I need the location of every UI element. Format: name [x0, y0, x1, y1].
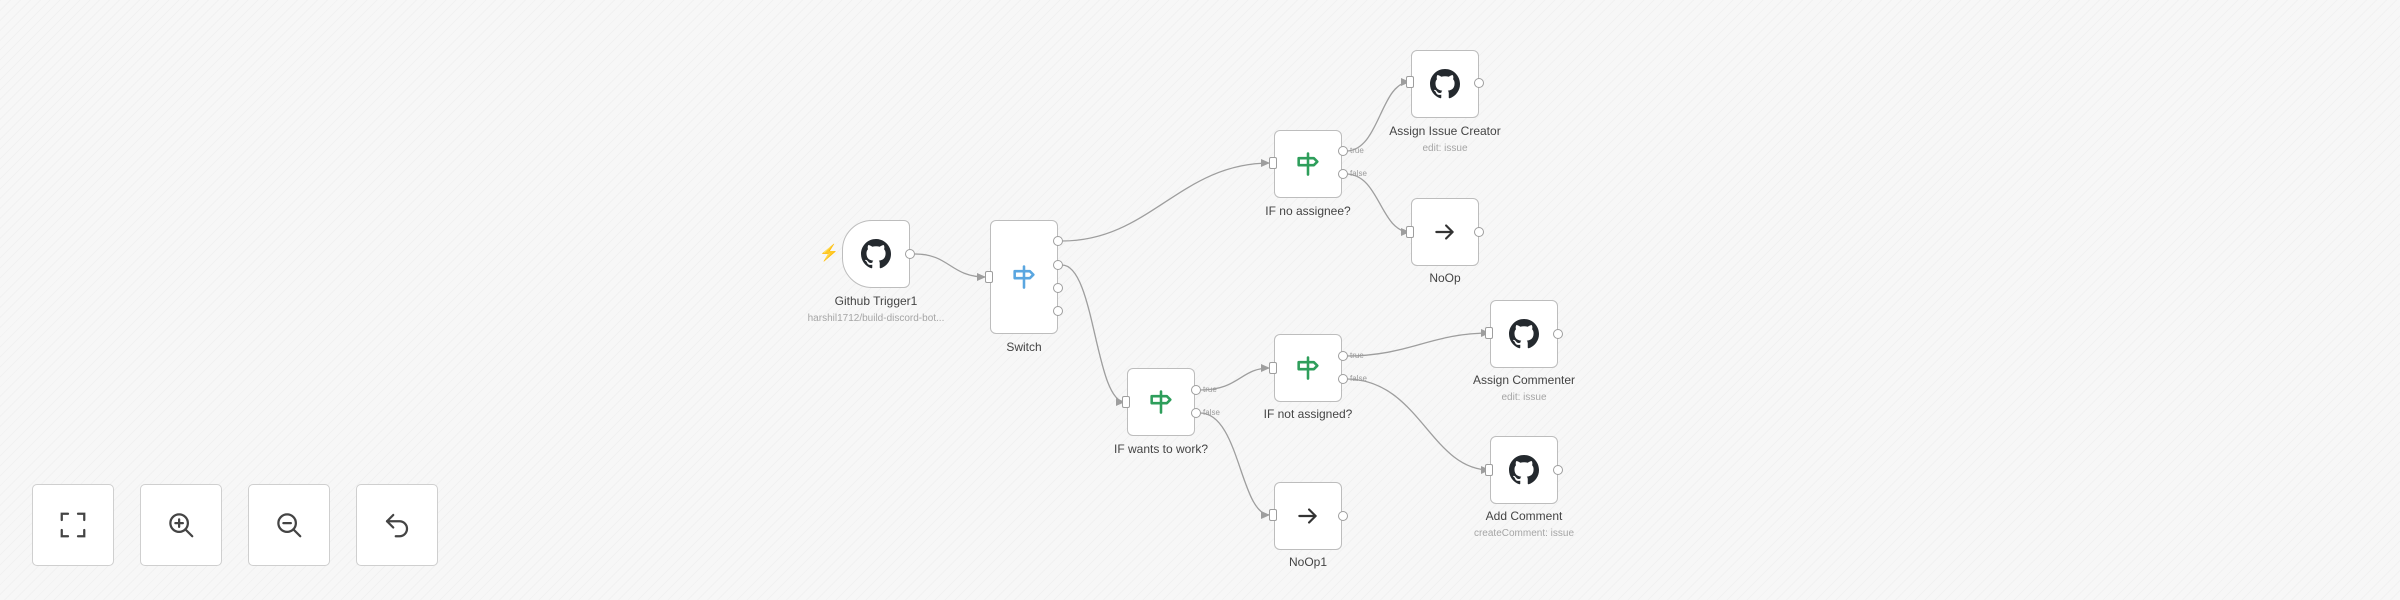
node-label: IF not assigned? — [1264, 407, 1353, 421]
port-label-true: true — [1203, 385, 1217, 394]
output-port-false[interactable] — [1338, 374, 1348, 384]
node-title: Assign Commenter — [1472, 373, 1576, 387]
github-icon — [1509, 455, 1539, 485]
output-port-true[interactable] — [1191, 385, 1201, 395]
output-port-2[interactable] — [1053, 283, 1063, 293]
input-port[interactable] — [1406, 226, 1414, 238]
output-port-false[interactable] — [1191, 408, 1201, 418]
output-port-false[interactable] — [1338, 169, 1348, 179]
node-if-no-assignee[interactable] — [1274, 130, 1342, 198]
node-noop[interactable] — [1411, 198, 1479, 266]
input-port[interactable] — [1269, 509, 1277, 521]
node-subtitle: createComment: issue — [1473, 528, 1575, 539]
github-icon — [1430, 69, 1460, 99]
input-port[interactable] — [1269, 157, 1277, 169]
node-title: IF wants to work? — [1113, 442, 1209, 456]
node-label: Assign Commenter edit: issue — [1473, 373, 1575, 403]
edge-if-wants-false — [1199, 412, 1271, 516]
node-if-not-assigned[interactable] — [1274, 334, 1342, 402]
node-subtitle: edit: issue — [1501, 392, 1547, 403]
output-port-true[interactable] — [1338, 351, 1348, 361]
undo-icon — [385, 513, 409, 538]
port-label-false: false — [1350, 169, 1367, 178]
node-title: IF no assignee? — [1265, 204, 1351, 218]
node-label: Assign Issue Creator edit: issue — [1389, 124, 1500, 154]
output-port[interactable] — [1474, 227, 1484, 237]
input-port[interactable] — [1269, 362, 1277, 374]
lightning-bolt-icon: ⚡ — [819, 245, 839, 262]
output-port-0[interactable] — [1053, 236, 1063, 246]
node-title: IF not assigned? — [1263, 407, 1353, 421]
node-title: Switch — [1006, 340, 1042, 354]
github-icon — [1509, 319, 1539, 349]
node-label: NoOp — [1429, 271, 1460, 285]
zoom-in-icon — [169, 513, 194, 538]
node-subtitle: harshil1712/build-discord-bot... — [807, 313, 945, 324]
node-noop1[interactable] — [1274, 482, 1342, 550]
input-port[interactable] — [1485, 464, 1493, 476]
node-assign-issue-creator[interactable] — [1411, 50, 1479, 118]
output-port-1[interactable] — [1053, 260, 1063, 270]
reset-zoom-button[interactable] — [356, 484, 438, 566]
signpost-icon — [1297, 356, 1319, 380]
node-label: Switch — [1006, 340, 1041, 354]
arrow-right-icon — [1435, 224, 1454, 240]
node-title: NoOp — [1429, 271, 1461, 285]
edge-switch-to-if-no-assignee — [1061, 162, 1271, 242]
output-port[interactable] — [1474, 78, 1484, 88]
input-port[interactable] — [1122, 396, 1130, 408]
node-title: Add Comment — [1485, 509, 1563, 523]
node-title: Assign Issue Creator — [1389, 124, 1501, 138]
arrow-right-icon — [1298, 508, 1317, 524]
node-add-comment[interactable] — [1490, 436, 1558, 504]
node-label: Github Trigger1 harshil1712/build-discor… — [808, 294, 945, 324]
github-icon — [861, 239, 891, 269]
edge-if-not-assigned-false — [1345, 378, 1491, 471]
node-title: Github Trigger1 — [834, 294, 918, 308]
node-label: Add Comment createComment: issue — [1474, 509, 1574, 539]
output-port-true[interactable] — [1338, 146, 1348, 156]
signpost-icon — [1013, 265, 1035, 289]
port-label-true: true — [1350, 146, 1364, 155]
zoom-out-button[interactable] — [248, 484, 330, 566]
port-label-true: true — [1350, 351, 1364, 360]
zoom-out-icon — [277, 513, 302, 538]
output-port[interactable] — [1553, 465, 1563, 475]
node-subtitle: edit: issue — [1422, 143, 1468, 154]
output-port-3[interactable] — [1053, 306, 1063, 316]
output-port[interactable] — [1338, 511, 1348, 521]
edge-trigger-to-switch — [914, 253, 987, 278]
node-label: NoOp1 — [1289, 555, 1327, 569]
zoom-to-fit-button[interactable] — [32, 484, 114, 566]
edge-switch-to-if-wants-to-work — [1061, 264, 1126, 403]
port-label-false: false — [1350, 374, 1367, 383]
zoom-in-button[interactable] — [140, 484, 222, 566]
edge-if-no-assignee-false — [1345, 173, 1411, 233]
port-label-false: false — [1203, 408, 1220, 417]
input-port[interactable] — [1485, 327, 1493, 339]
input-port[interactable] — [1406, 76, 1414, 88]
node-title: NoOp1 — [1288, 555, 1328, 569]
input-port[interactable] — [985, 271, 993, 283]
edge-if-not-assigned-true — [1345, 332, 1491, 357]
node-switch[interactable] — [990, 220, 1058, 334]
output-port[interactable] — [905, 249, 915, 259]
output-port[interactable] — [1553, 329, 1563, 339]
fullscreen-icon — [60, 512, 86, 538]
node-label: IF wants to work? — [1114, 442, 1208, 456]
signpost-icon — [1150, 390, 1172, 414]
signpost-icon — [1297, 152, 1319, 176]
node-label: IF no assignee? — [1265, 204, 1350, 218]
node-assign-commenter[interactable] — [1490, 300, 1558, 368]
node-github-trigger[interactable] — [842, 220, 910, 288]
node-if-wants-to-work[interactable] — [1127, 368, 1195, 436]
